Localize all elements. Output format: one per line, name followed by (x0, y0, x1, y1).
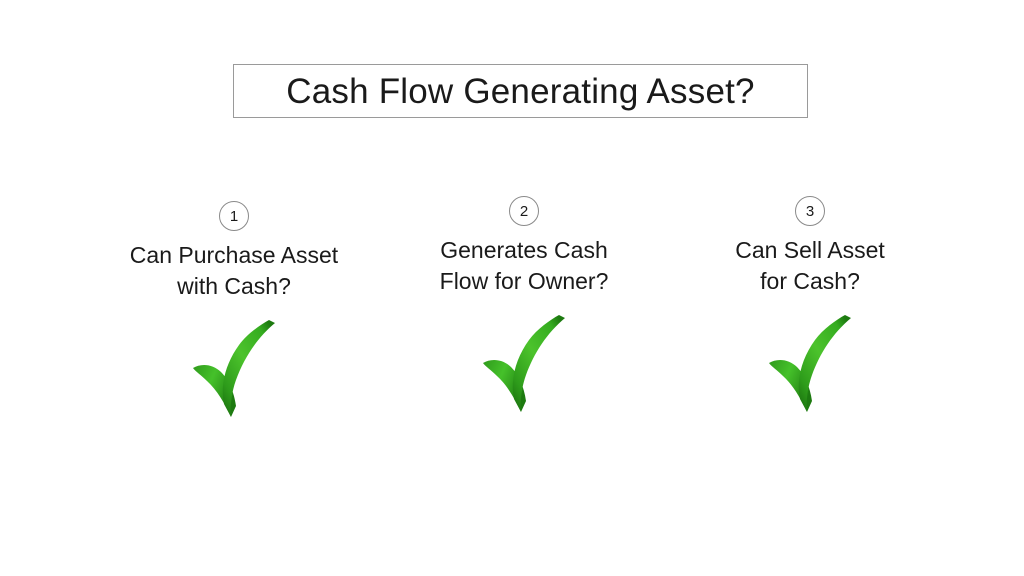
criteria-column-1: 1 Can Purchase Asset with Cash? (94, 196, 374, 421)
answer-indicator-1 (184, 316, 284, 421)
slide-title-box: Cash Flow Generating Asset? (233, 64, 808, 118)
criteria-label-line-1: Can Sell Asset (735, 237, 885, 263)
green-checkmark-icon (192, 320, 275, 417)
criteria-label-line-1: Can Purchase Asset (129, 242, 339, 268)
step-number-label: 1 (229, 207, 239, 225)
step-number-badge-3: 3 (795, 196, 825, 226)
step-number-label: 2 (519, 202, 529, 220)
criteria-label-line-2: with Cash? (177, 273, 291, 299)
criteria-label-line-2: for Cash? (760, 268, 860, 294)
step-number-badge-2: 2 (509, 196, 539, 226)
step-number-badge-1: 1 (219, 201, 249, 231)
criteria-column-2: 2 Generates Cash Flow for Owner? (384, 196, 664, 416)
criteria-column-3: 3 Can Sell Asset for Cash? (670, 196, 950, 416)
criteria-label-3: Can Sell Asset for Cash? (735, 235, 885, 297)
page-title: Cash Flow Generating Asset? (286, 71, 755, 111)
step-number-label: 3 (805, 202, 815, 220)
criteria-label-2: Generates Cash Flow for Owner? (440, 235, 609, 297)
green-checkmark-icon (482, 315, 565, 412)
answer-indicator-3 (760, 311, 860, 416)
criteria-label-line-2: Flow for Owner? (439, 268, 609, 294)
criteria-label-line-1: Generates Cash (440, 237, 608, 263)
answer-indicator-2 (474, 311, 574, 416)
criteria-label-1: Can Purchase Asset with Cash? (130, 240, 338, 302)
green-checkmark-icon (768, 315, 851, 412)
